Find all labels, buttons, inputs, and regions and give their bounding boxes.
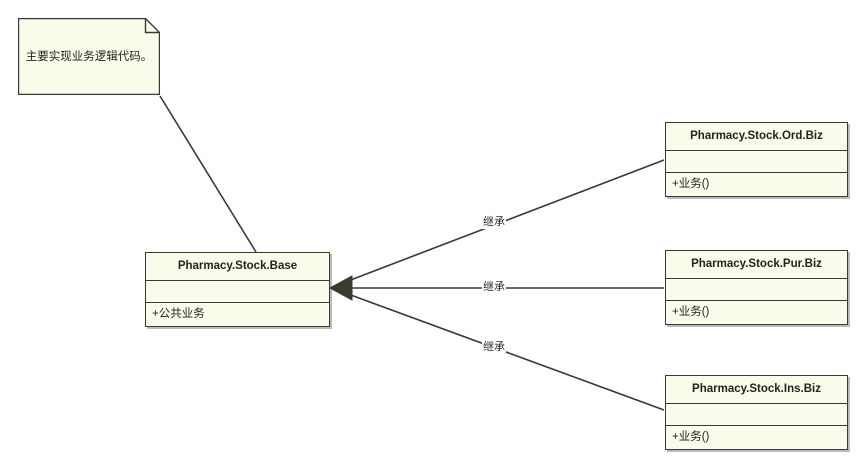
class-title-ins-biz: Pharmacy.Stock.Ins.Biz (666, 376, 847, 404)
generalization-line-ord (347, 159, 665, 282)
class-node-base[interactable]: Pharmacy.Stock.Base +公共业务 (145, 252, 330, 327)
class-node-pur-biz[interactable]: Pharmacy.Stock.Pur.Biz +业务() (665, 250, 848, 325)
class-operations-ins-biz: +业务() (672, 431, 710, 443)
generalization-line-ins (347, 293, 665, 411)
note-comment: 主要实现业务逻辑代码。 (18, 18, 160, 95)
class-node-ins-biz[interactable]: Pharmacy.Stock.Ins.Biz +业务() (665, 375, 848, 450)
class-operations-pur-biz: +业务() (672, 306, 710, 318)
class-attributes-pur-biz (666, 279, 847, 301)
note-connector-line (159, 95, 257, 253)
class-operations-base: +公共业务 (152, 308, 205, 320)
edge-label-ins: 继承 (482, 341, 506, 354)
class-node-ord-biz[interactable]: Pharmacy.Stock.Ord.Biz +业务() (665, 122, 848, 197)
note-shape (18, 18, 160, 95)
class-attributes-ord-biz (666, 151, 847, 173)
class-title-pur-biz: Pharmacy.Stock.Pur.Biz (666, 251, 847, 279)
note-text: 主要实现业务逻辑代码。 (25, 51, 153, 63)
class-title-base: Pharmacy.Stock.Base (146, 253, 329, 281)
class-attributes-base (146, 281, 329, 303)
class-operations-ord-biz: +业务() (672, 178, 710, 190)
edge-label-ord: 继承 (482, 216, 506, 229)
generalization-arrowhead (328, 275, 353, 301)
class-attributes-ins-biz (666, 404, 847, 426)
class-title-ord-biz: Pharmacy.Stock.Ord.Biz (666, 123, 847, 151)
edge-label-pur: 继承 (482, 281, 506, 294)
